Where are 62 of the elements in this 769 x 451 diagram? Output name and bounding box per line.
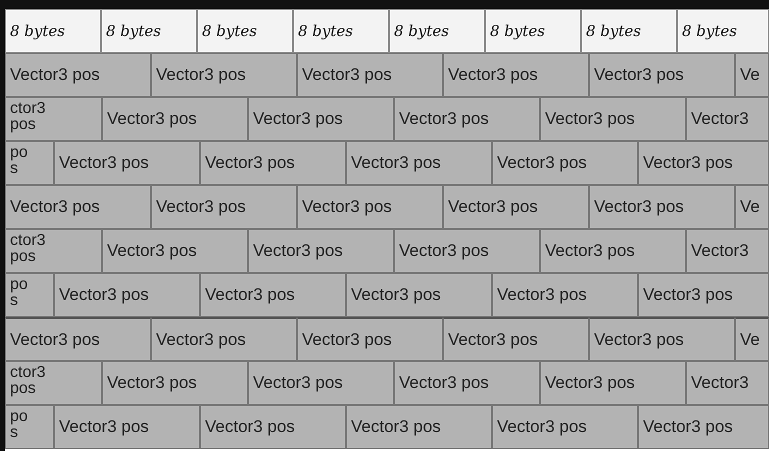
table-cell: Ve bbox=[735, 317, 769, 361]
table-cell: po s bbox=[5, 405, 54, 449]
table-cell: Vector3 bbox=[686, 229, 769, 273]
table-cell: Vector3 pos bbox=[540, 229, 686, 273]
table-cell: Vector3 pos bbox=[638, 141, 769, 185]
table-cell: Vector3 pos bbox=[540, 361, 686, 405]
table-cell: Vector3 bbox=[686, 361, 769, 405]
table-cell: Vector3 pos bbox=[638, 273, 769, 317]
table-cell: Vector3 pos bbox=[443, 317, 589, 361]
table-cell: Vector3 pos bbox=[54, 141, 200, 185]
column-header: 8 bytes bbox=[5, 9, 101, 53]
table-cell: Vector3 pos bbox=[5, 53, 151, 97]
column-header: 8 bytes bbox=[101, 9, 197, 53]
table-cell: Vector3 pos bbox=[589, 53, 735, 97]
table-cell: Vector3 pos bbox=[151, 317, 297, 361]
table-cell: Vector3 pos bbox=[638, 405, 769, 449]
table-cell: ctor3 pos bbox=[5, 229, 102, 273]
column-header: 8 bytes bbox=[197, 9, 293, 53]
table-cell: Vector3 pos bbox=[589, 185, 735, 229]
column-header: 8 bytes bbox=[581, 9, 677, 53]
table-cell: Vector3 pos bbox=[297, 317, 443, 361]
table-cell: Vector3 pos bbox=[443, 185, 589, 229]
column-header: 8 bytes bbox=[389, 9, 485, 53]
table-cell: Vector3 pos bbox=[5, 185, 151, 229]
table-cell: Vector3 pos bbox=[346, 141, 492, 185]
table-cell: Vector3 pos bbox=[394, 229, 540, 273]
table-cell: Vector3 pos bbox=[297, 53, 443, 97]
table-cell: Ve bbox=[735, 53, 769, 97]
table-cell: Vector3 pos bbox=[540, 97, 686, 141]
table-cell: Vector3 pos bbox=[248, 361, 394, 405]
table-cell: ctor3 pos bbox=[5, 97, 102, 141]
table-cell: Vector3 pos bbox=[297, 185, 443, 229]
table-cell: Vector3 pos bbox=[589, 317, 735, 361]
table-cell: Vector3 pos bbox=[151, 53, 297, 97]
table-cell: Vector3 pos bbox=[492, 273, 638, 317]
table-cell: po s bbox=[5, 141, 54, 185]
table-cell: Vector3 pos bbox=[102, 229, 248, 273]
table-cell: Vector3 pos bbox=[5, 317, 151, 361]
table-cell: Vector3 pos bbox=[248, 229, 394, 273]
table-cell: ctor3 pos bbox=[5, 361, 102, 405]
table-cell: Vector3 pos bbox=[54, 405, 200, 449]
table-cell: Ve bbox=[735, 185, 769, 229]
column-header: 8 bytes bbox=[677, 9, 769, 53]
table-cell: Vector3 pos bbox=[102, 361, 248, 405]
table-cell: Vector3 pos bbox=[248, 97, 394, 141]
table-cell: Vector3 pos bbox=[200, 141, 346, 185]
table-cell: Vector3 pos bbox=[492, 405, 638, 449]
table-cell: Vector3 pos bbox=[394, 361, 540, 405]
column-header: 8 bytes bbox=[293, 9, 389, 53]
table-cell: Vector3 pos bbox=[151, 185, 297, 229]
table-cell: Vector3 pos bbox=[346, 273, 492, 317]
table-cell: Vector3 pos bbox=[200, 405, 346, 449]
table-cell: Vector3 pos bbox=[346, 405, 492, 449]
table-cell: Vector3 pos bbox=[492, 141, 638, 185]
table-cell: po s bbox=[5, 273, 54, 317]
column-header: 8 bytes bbox=[485, 9, 581, 53]
table-cell: Vector3 bbox=[686, 97, 769, 141]
table-cell: Vector3 pos bbox=[54, 273, 200, 317]
table-cell: Vector3 pos bbox=[443, 53, 589, 97]
table-cell: Vector3 pos bbox=[200, 273, 346, 317]
table-cell: Vector3 pos bbox=[102, 97, 248, 141]
table-cell: Vector3 pos bbox=[394, 97, 540, 141]
